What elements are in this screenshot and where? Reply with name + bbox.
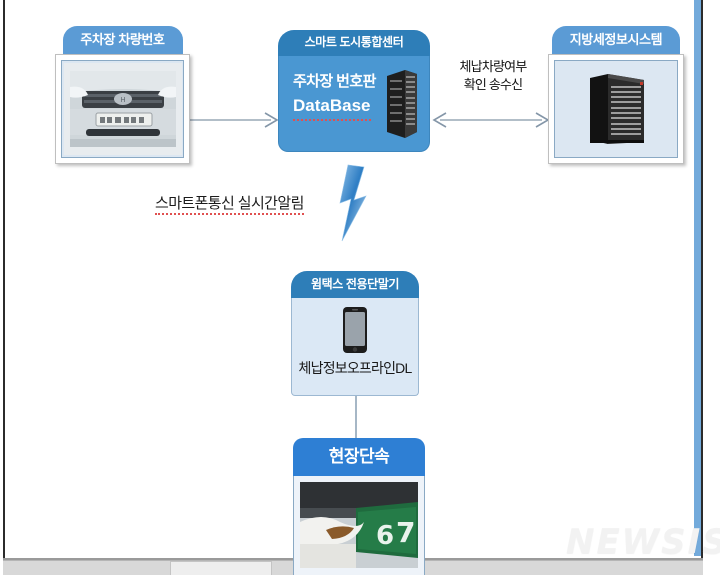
svg-text:6: 6 (376, 521, 394, 551)
node-header-label: 현장단속 (328, 446, 390, 466)
document-scrollbar[interactable] (694, 0, 702, 556)
node-header-label: 주차장 차량번호 (80, 31, 165, 47)
node-body-local-tax-system (548, 54, 684, 164)
document-tab-1[interactable] (170, 561, 272, 575)
node-body-field-enforcement: 6 7 (293, 476, 425, 575)
server-cabinet-photo (556, 62, 676, 156)
connector-lightning-center-to-terminal (339, 164, 367, 242)
hands-on-green-license-plate-photo: 6 7 (300, 482, 418, 568)
node-header-label: 스마트 도시통합센터 (304, 35, 404, 50)
node-header-local-tax-system: 지방세정보시스템 (552, 26, 680, 54)
car-front-photo: H (61, 60, 184, 158)
connector-terminal-to-field (355, 396, 357, 442)
node-local-tax-system[interactable]: 지방세정보시스템 (548, 26, 684, 164)
newsis-watermark: NEWSIS (566, 522, 720, 562)
node-header-wetax-terminal: 윔택스 전용단말기 (291, 271, 419, 298)
svg-text:H: H (120, 96, 125, 104)
node-body-smart-city-center: 주차장 번호판 DataBase (278, 56, 430, 152)
node-header-label: 윔택스 전용단말기 (310, 276, 400, 291)
connector-center-to-tax (432, 112, 550, 128)
node-body-parking-vehicle-number: H (55, 54, 190, 164)
edge-label-text: 스마트폰통신 실시간알림 (155, 195, 304, 215)
edge-label-line2: 확인 송수신 (463, 76, 523, 92)
watermark-text: NEWSIS (566, 522, 720, 562)
document-frame-left-border (3, 0, 5, 560)
center-db-line1: 주차장 번호판 (293, 73, 376, 90)
server-cabinet-photo-frame (554, 60, 678, 158)
node-header-label: 지방세정보시스템 (569, 31, 663, 47)
edge-label-center-to-tax: 체납차량여부 확인 송수신 (437, 58, 549, 93)
document-frame-right-border (701, 0, 703, 575)
smartphone-icon (343, 307, 367, 353)
node-field-enforcement[interactable]: 현장단속 6 7 (293, 438, 425, 575)
node-header-parking-vehicle-number: 주차장 차량번호 (62, 26, 183, 54)
connector-parking-to-center (185, 112, 279, 128)
car-front-license-plate-photo: H (63, 63, 182, 155)
edge-label-center-to-terminal: 스마트폰통신 실시간알림 (155, 192, 304, 215)
node-smart-city-center[interactable]: 스마트 도시통합센터 주차장 번호판 DataBase (278, 30, 430, 152)
edge-label-line1: 체납차량여부 (459, 59, 528, 74)
node-header-smart-city-center: 스마트 도시통합센터 (278, 30, 430, 56)
node-header-field-enforcement: 현장단속 (293, 438, 425, 476)
center-db-line2: DataBase (293, 95, 371, 122)
node-wetax-terminal[interactable]: 윔택스 전용단말기 체납정보오프라인DL (291, 271, 419, 396)
node-parking-vehicle-number[interactable]: 주차장 차량번호 H (55, 26, 190, 164)
center-db-text: 주차장 번호판 DataBase (293, 72, 376, 122)
node-body-wetax-terminal: 체납정보오프라인DL (291, 298, 419, 396)
server-rack-icon (387, 70, 417, 138)
svg-text:7: 7 (396, 516, 415, 549)
node-body-label-wetax-terminal: 체납정보오프라인DL (298, 360, 413, 376)
